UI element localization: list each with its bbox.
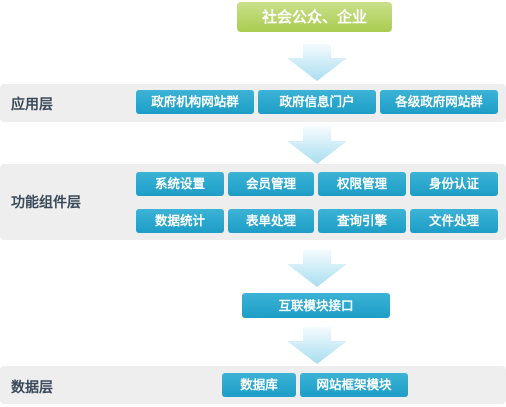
database-node: 数据库	[222, 373, 296, 397]
system-settings-node: 系统设置	[136, 172, 224, 196]
down-arrow-icon	[287, 250, 347, 287]
site-framework-module-node: 网站框架模块	[300, 373, 408, 397]
form-processing-node: 表单处理	[228, 209, 314, 233]
interconnect-interface-node: 互联模块接口	[242, 293, 390, 318]
identity-auth-node: 身份认证	[410, 172, 498, 196]
data-layer-label: 数据层	[11, 380, 53, 396]
down-arrow-icon	[287, 44, 347, 81]
function-layer-label: 功能组件层	[11, 195, 81, 211]
gov-info-portal-node: 政府信息门户	[258, 90, 376, 114]
gov-agency-sites-node: 政府机构网站群	[136, 90, 254, 114]
down-arrow-icon	[287, 127, 347, 164]
data-statistics-node: 数据统计	[136, 209, 224, 233]
all-level-gov-sites-node: 各级政府网站群	[380, 90, 498, 114]
file-processing-node: 文件处理	[410, 209, 498, 233]
public-enterprise-node: 社会公众、企业	[237, 2, 392, 32]
member-management-node: 会员管理	[228, 172, 314, 196]
query-engine-node: 查询引擎	[318, 209, 406, 233]
down-arrow-icon	[287, 327, 347, 364]
application-layer-label: 应用层	[11, 97, 53, 113]
permission-management-node: 权限管理	[318, 172, 406, 196]
